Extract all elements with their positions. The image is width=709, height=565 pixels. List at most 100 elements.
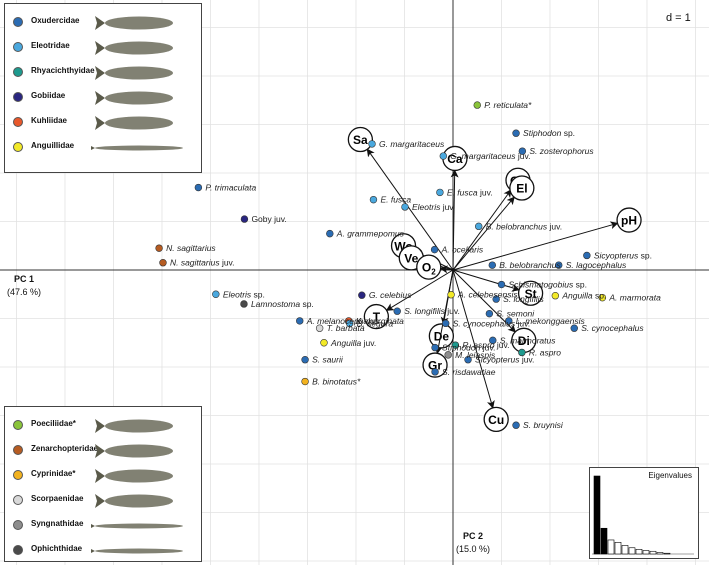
label-b-segura: B. segura <box>357 318 394 328</box>
point-layer <box>155 101 607 429</box>
legend-item-scorpaenidae: Scorpaenidae <box>5 490 201 510</box>
legend-label: Ophichthidae <box>31 544 83 553</box>
label-s-semoni: S. semoni <box>496 309 535 319</box>
point-t-barbata <box>315 324 324 332</box>
vector-circle-st <box>517 280 544 306</box>
vector-arrow-di <box>452 269 517 333</box>
point-b-belobranchus <box>488 261 496 269</box>
label-s-bruynisi: S. bruynisi <box>523 420 564 430</box>
label-n-sagittarius: N. sagittarius <box>166 243 216 253</box>
x-axis-label: PC 1 <box>14 274 34 284</box>
point-sicyopterus-sp <box>583 251 591 260</box>
vector-circle-sa <box>347 126 374 153</box>
eigenvalues-inset: Eigenvalues <box>589 467 699 559</box>
eig-bar-1 <box>593 475 601 555</box>
vector-arrow-cu <box>452 269 495 409</box>
point-s-bruynisi <box>512 421 520 429</box>
legend-swatch <box>13 17 23 27</box>
label-s-longifilis-juv: S. longifilis juv. <box>404 306 460 316</box>
label-s-saurii: S. saurii <box>312 355 344 365</box>
point-a-marmorata <box>598 293 607 302</box>
point-a-melanocephalus <box>296 317 304 325</box>
label-k-marginata: K. marginata <box>356 316 404 326</box>
label-p-trimaculata: P. trimaculata <box>205 183 256 193</box>
vector-circle-ph <box>616 207 642 233</box>
eigenvalues-bars <box>592 475 694 555</box>
point-g-celebius <box>358 291 366 299</box>
legend-item-rhyacichthyidae: Rhyacichthyidae <box>5 62 201 82</box>
label-sicyopterus-juv: Sicyopterus juv. <box>475 355 534 365</box>
label-r-aspro-juv: R. aspro juv. <box>462 340 509 350</box>
flagtail-icon <box>95 116 173 130</box>
label-sicyopterus-sp: Sicyopterus sp. <box>594 250 652 260</box>
eig-bar-6 <box>628 547 636 555</box>
vector-arrow-ca <box>450 169 459 271</box>
eig-bar-3 <box>607 539 615 555</box>
eig-bar-9 <box>649 550 657 555</box>
point-g-margaritaceus <box>368 140 376 148</box>
legend-swatch <box>13 470 23 480</box>
legend-swatch <box>13 142 23 152</box>
legend-label: Scorpaenidae <box>31 494 84 503</box>
point-s-cynocephalus <box>570 324 578 332</box>
point-stiphodon-sp <box>512 129 520 137</box>
guppy-icon <box>95 419 173 433</box>
legend-label: Syngnathidae <box>31 519 84 528</box>
label-b-belobranchus-juv: B. belobranchus juv. <box>486 221 562 231</box>
label-r-aspro: R. aspro <box>529 347 561 357</box>
eig-bar-10 <box>656 552 664 555</box>
label-n-sagittarius-juv: N. sagittarius juv. <box>170 258 235 268</box>
label-b-binotatus: B. binotatus* <box>312 377 361 387</box>
legend-swatch <box>13 495 23 505</box>
legend-item-zenarchopteridae: Zenarchopteridae <box>5 440 201 460</box>
legend-label: Poeciliidae* <box>31 419 76 428</box>
vector-label-st: St <box>525 287 537 301</box>
point-schismatogobius-sp <box>497 280 506 289</box>
eig-bar-4 <box>614 542 622 555</box>
point-g-margaritaceus-juv <box>439 152 447 160</box>
label-s-cynocephalus: S. cynocephalus <box>581 323 644 333</box>
legend-item-poeciliidae: Poeciliidae* <box>5 415 201 435</box>
vector-circle-gr <box>422 352 448 378</box>
point-sicyopterus-juv <box>464 356 472 364</box>
point-a-celebesensis <box>447 291 455 299</box>
label-stiphodon-sp: Stiphodon sp. <box>523 128 575 138</box>
legend-item-anguillidae: Anguillidae <box>5 137 201 157</box>
eig-bar-8 <box>642 550 650 555</box>
vector-arrow-el <box>452 196 515 271</box>
vector-arrow-ph <box>452 221 619 271</box>
label-anguilla-juv: Anguilla juv. <box>330 338 376 348</box>
point-p-trimaculata <box>194 183 203 192</box>
point-e-fusca <box>369 195 378 204</box>
label-m-leiaspis: M. leiaspis <box>455 350 496 360</box>
vector-label-di: Di <box>518 334 530 348</box>
point-b-belobranchus-juv <box>475 222 483 231</box>
point-anguilla-sp <box>551 292 560 300</box>
point-s-semoni <box>485 309 494 318</box>
point-lamnostoma-sp <box>240 300 248 308</box>
vector-label-ph: pH <box>621 214 637 228</box>
x-axis-variance: (47.6 %) <box>7 287 41 297</box>
eig-bar-5 <box>621 545 629 555</box>
label-eleotris-sp: Eleotris sp. <box>223 289 265 299</box>
vector-label-t: T <box>373 310 381 324</box>
point-n-sagittarius-juv <box>159 259 167 267</box>
vector-arrow-sa <box>366 148 454 271</box>
point-p-reticulata <box>473 101 481 109</box>
label-a-melanocephalus: A. melanocephalus <box>306 316 380 326</box>
label-a-marmorata: A. marmorata <box>608 293 661 303</box>
vector-label-de: De <box>434 329 450 343</box>
label-e-fusca-juv: E. fusca juv. <box>447 187 493 197</box>
vector-circle-el <box>509 175 535 201</box>
vector-layer: SaCaCoElpHWoVeO2StTDeDiGrCu <box>347 126 642 433</box>
point-eleotris-sp <box>212 290 220 298</box>
point-n-sagittarius <box>155 244 163 252</box>
point-a-ocellaris <box>430 245 439 254</box>
point-s-saurii <box>301 356 309 364</box>
legend-label: Rhyacichthyidae <box>31 66 95 75</box>
vector-arrow-t <box>385 269 454 311</box>
spotted-goby-icon <box>95 91 173 105</box>
point-eleotris-juv <box>401 203 409 211</box>
